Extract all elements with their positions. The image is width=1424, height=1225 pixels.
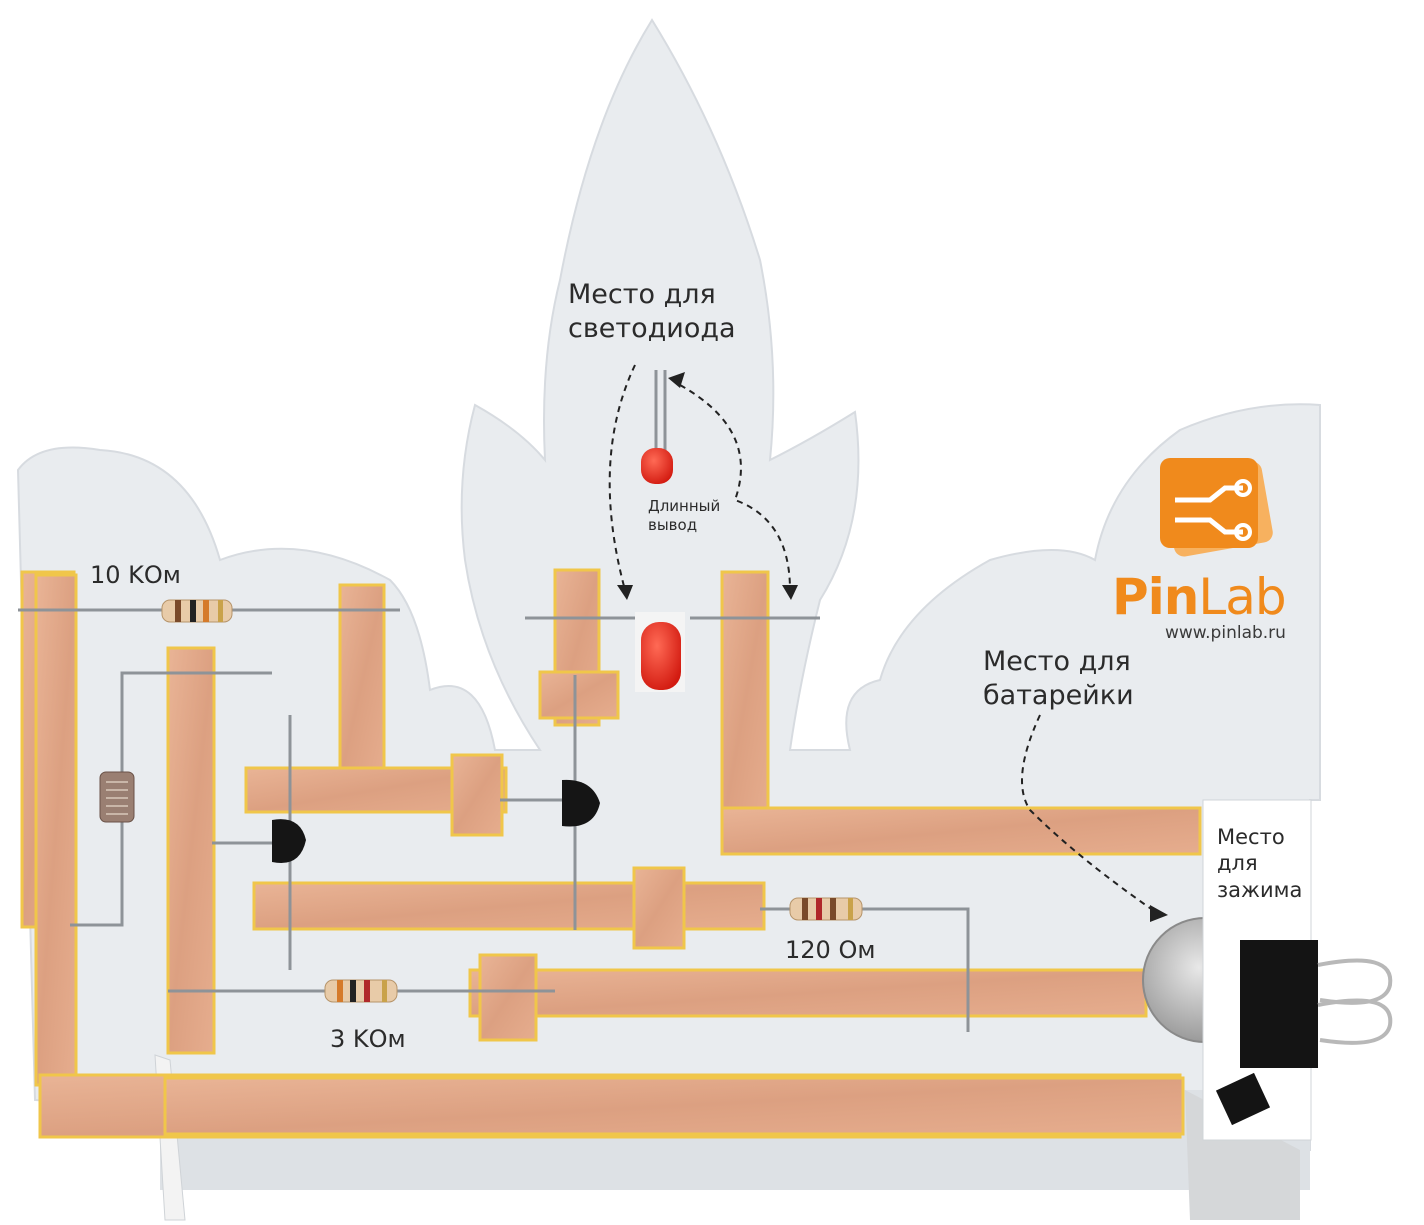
transistor-icon (272, 779, 600, 864)
brand-name-regular: Lab (1198, 568, 1286, 626)
led-icon (641, 448, 673, 484)
resistor-10k-label: 10 KОм (90, 561, 181, 589)
resistor-icon (324, 979, 398, 1003)
clip-place-label: Место для зажима (1217, 825, 1303, 902)
resistor-120-label: 120 Ом (785, 936, 876, 964)
binder-clip-icon (1240, 940, 1393, 1068)
brand-url: www.pinlab.ru (1165, 623, 1286, 643)
resistor-icon (161, 599, 233, 623)
pinlab-logo-icon (1160, 458, 1273, 557)
led-icon (635, 612, 685, 692)
brand-name: PinLab (1112, 568, 1287, 626)
dashed-arrows (608, 364, 1161, 916)
resistor-icon (789, 897, 863, 921)
photoresistor-icon (99, 771, 135, 823)
binder-clip-icon (1215, 1072, 1271, 1126)
brand-name-bold: Pin (1112, 568, 1199, 626)
long-lead-label: Длинный вывод (648, 497, 721, 534)
led-place-label: Место для светодиода (568, 279, 736, 344)
resistor-3k-label: 3 KОм (330, 1025, 406, 1053)
copper-traces (20, 568, 1202, 1139)
arrow-heads (617, 372, 1168, 922)
battery-place-label: Место для батарейки (983, 646, 1134, 711)
